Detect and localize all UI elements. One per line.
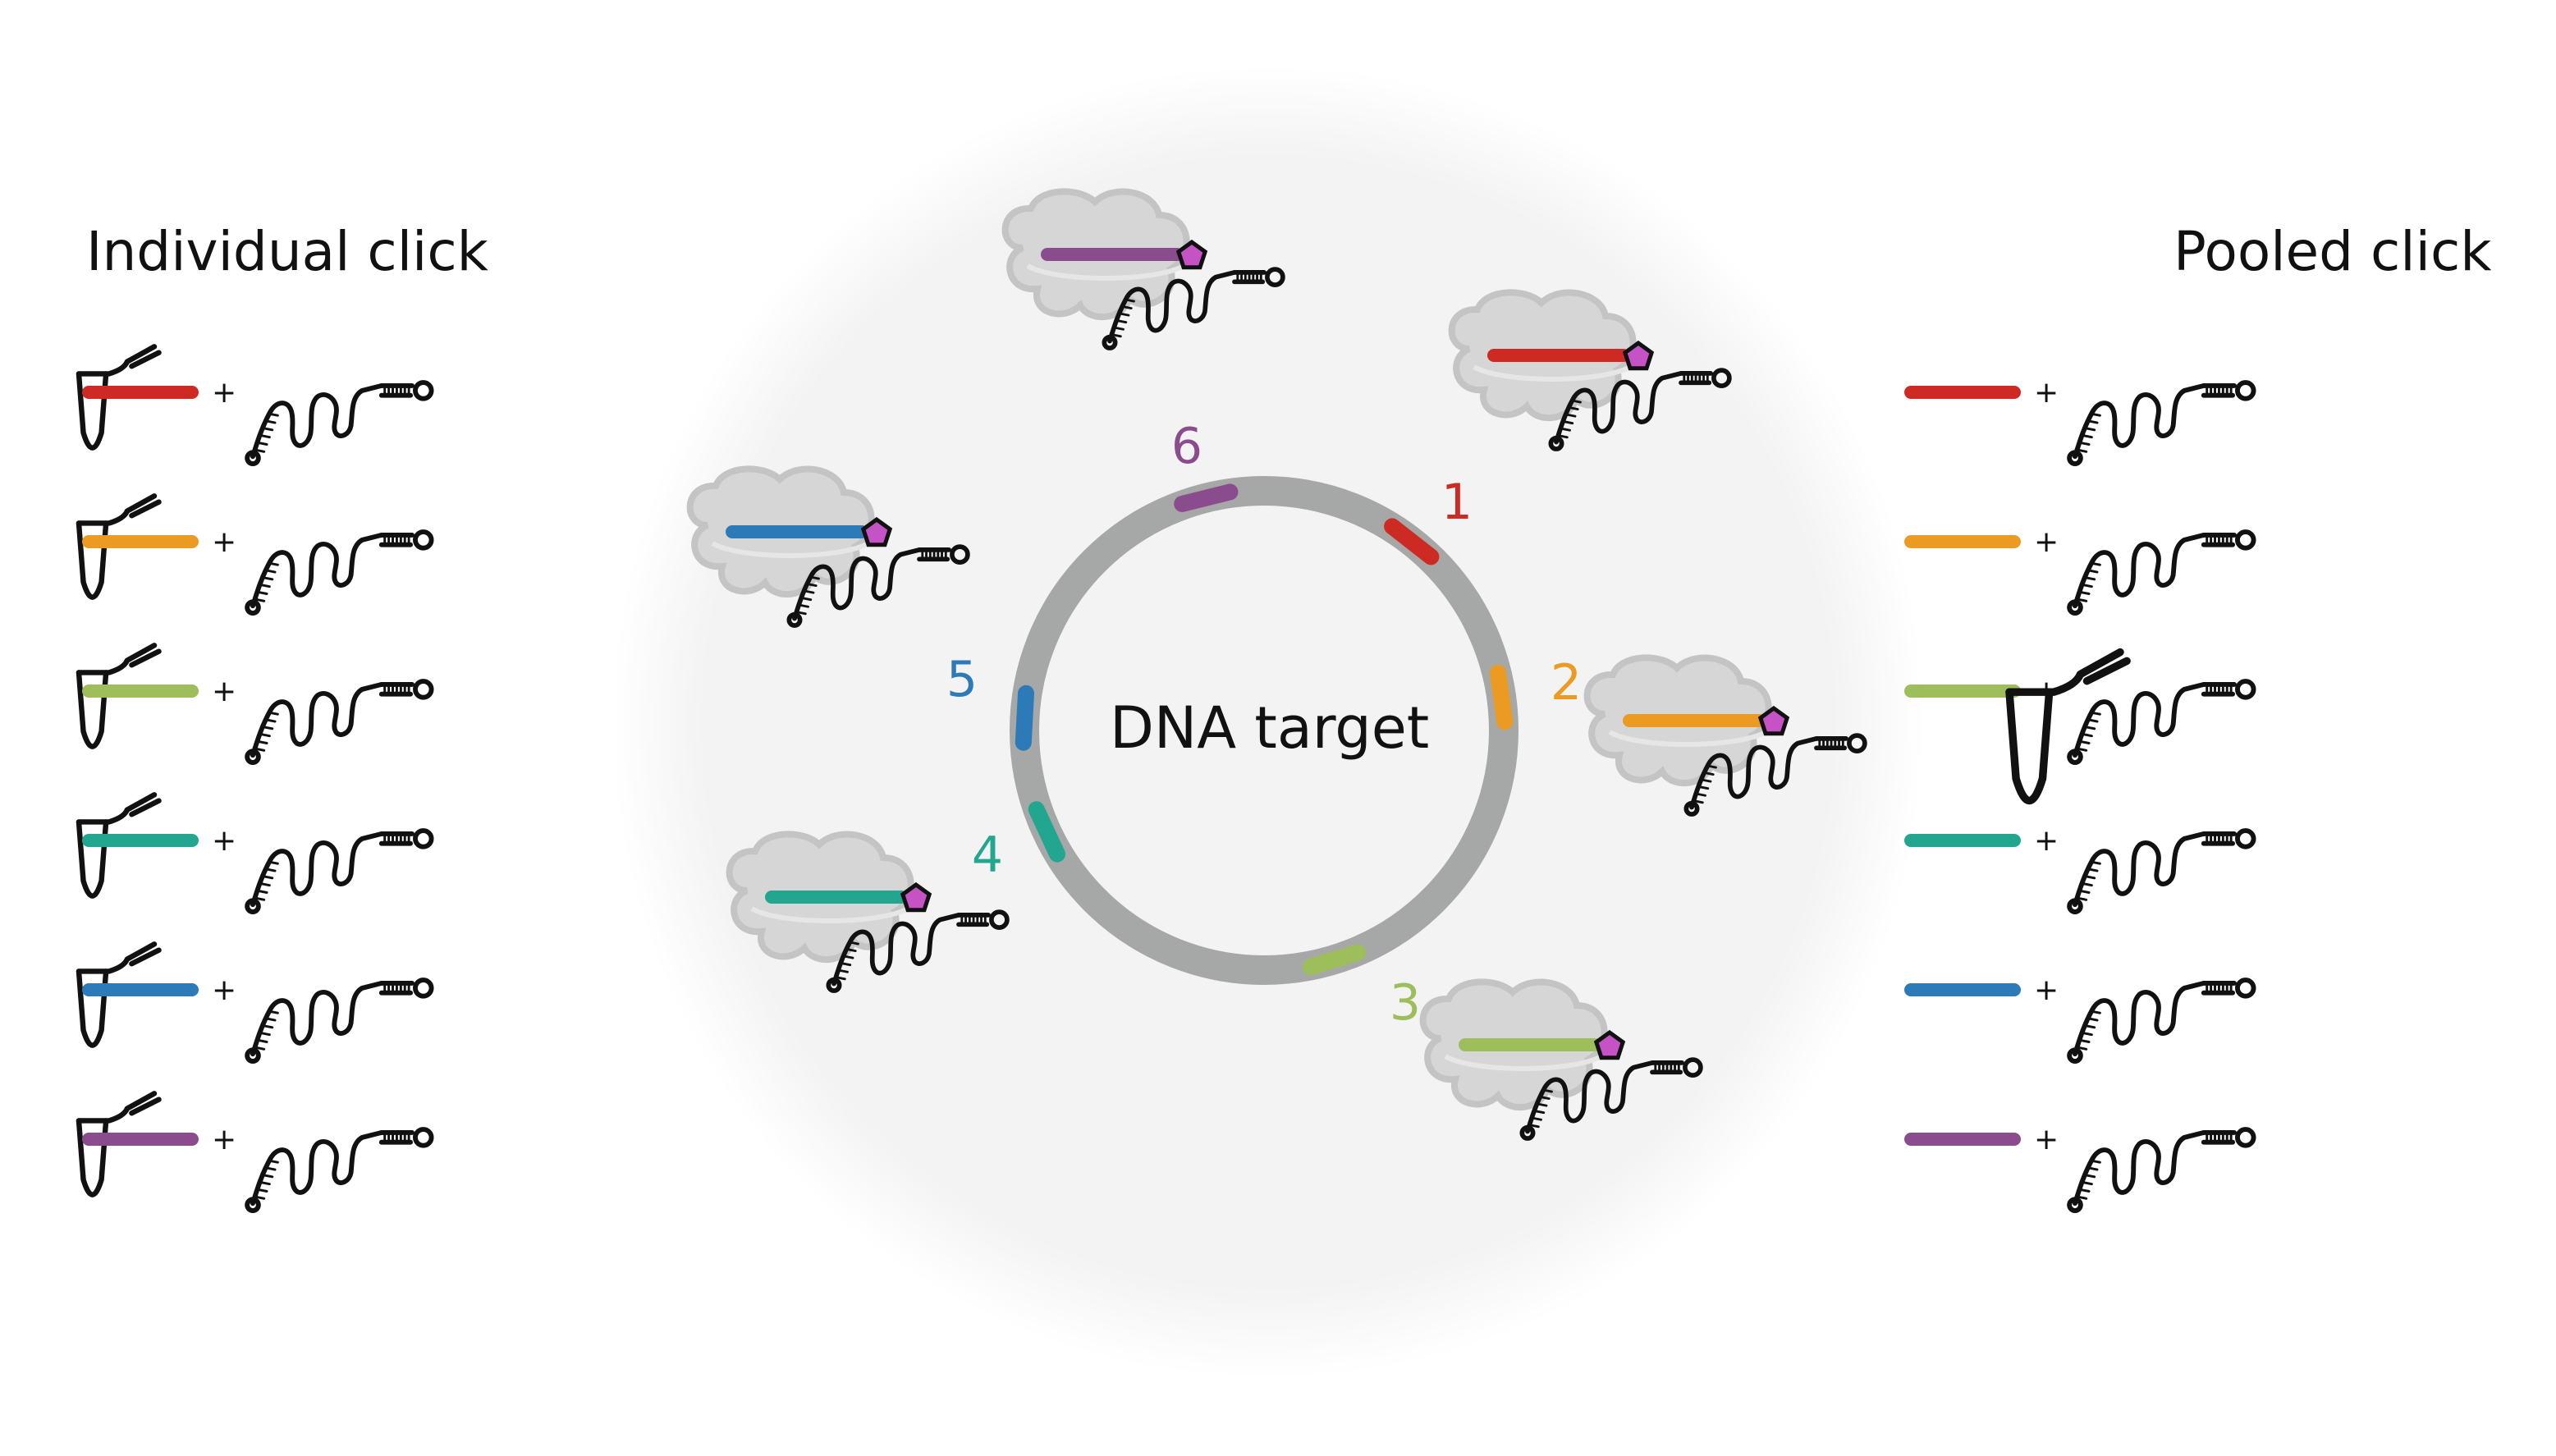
tube-icon xyxy=(76,1091,162,1197)
tube-icon xyxy=(76,344,162,451)
site-number-2: 2 xyxy=(1550,654,1583,712)
complex-fold-line xyxy=(1444,1054,1603,1071)
site-number-6: 6 xyxy=(1170,418,1203,475)
guide-rna-icon xyxy=(826,909,1010,993)
pentagon-modification-icon xyxy=(1757,705,1790,736)
guide-rna-icon xyxy=(245,529,434,616)
site-mark-5 xyxy=(1015,685,1034,751)
guide-rna-icon xyxy=(2067,978,2256,1064)
pooled-row-4: + xyxy=(1904,824,2256,914)
pooled-click-panel: + + + + + + xyxy=(1904,376,2256,1213)
guide-rna-icon xyxy=(2067,679,2256,765)
guide-rna-icon xyxy=(2067,828,2256,914)
individual-plus-sign-3: + xyxy=(212,675,236,708)
individual-click-panel: + + + + + + xyxy=(76,344,434,1213)
tube-icon xyxy=(76,493,162,600)
guide-rna-icon xyxy=(2067,1127,2256,1213)
individual-row-4: + xyxy=(76,792,434,914)
individual-row-3: + xyxy=(76,643,434,765)
dna-target-label: DNA target xyxy=(1110,694,1430,762)
individual-plus-sign-2: + xyxy=(212,525,236,559)
site-mark-3 xyxy=(1302,944,1367,975)
guide-rna-icon xyxy=(2067,529,2256,616)
individual-plus-sign-1: + xyxy=(212,376,236,410)
individual-plus-sign-6: + xyxy=(212,1123,236,1156)
tube-icon xyxy=(76,941,162,1048)
guide-rna-icon xyxy=(786,544,970,628)
protein-complex-4 xyxy=(1583,654,1867,817)
guide-rna-icon xyxy=(245,380,434,466)
pentagon-modification-icon xyxy=(1593,1029,1626,1060)
pooled-row-2: + xyxy=(1904,525,2256,616)
guide-rna-icon xyxy=(1102,267,1285,350)
guide-rna-icon xyxy=(2067,380,2256,466)
pooled-row-3: + xyxy=(1904,675,2256,765)
site-number-3: 3 xyxy=(1389,974,1422,1032)
protein-complex-5 xyxy=(726,831,1010,993)
pentagon-modification-icon xyxy=(1175,239,1208,270)
individual-row-2: + xyxy=(76,493,434,616)
protein-complex-1 xyxy=(1001,188,1285,350)
pooled-plus-sign-5: + xyxy=(2034,973,2059,1007)
guide-rna-icon xyxy=(1519,1057,1703,1141)
pooled-row-6: + xyxy=(1904,1123,2256,1213)
guide-rna-icon xyxy=(245,828,434,914)
complex-fold-line xyxy=(1473,364,1632,382)
protein-complex-3 xyxy=(686,465,970,628)
sites-layer xyxy=(1015,483,1514,975)
protein-complex-2 xyxy=(1448,289,1732,451)
guide-rna-icon xyxy=(245,679,434,765)
complex-fold-line xyxy=(1026,263,1185,281)
pooled-row-1: + xyxy=(1904,376,2256,466)
individual-row-5: + xyxy=(76,941,434,1064)
protein-complex-6 xyxy=(1419,978,1703,1141)
pooled-plus-sign-4: + xyxy=(2034,824,2059,858)
pooled-plus-sign-1: + xyxy=(2034,376,2059,410)
pentagon-modification-icon xyxy=(1622,340,1655,371)
site-mark-1 xyxy=(1384,518,1440,565)
complex-fold-line xyxy=(750,906,909,923)
individual-plus-sign-4: + xyxy=(212,824,236,858)
pooled-plus-sign-6: + xyxy=(2034,1123,2059,1156)
complexes-layer xyxy=(686,188,1867,1141)
site-mark-6 xyxy=(1174,483,1239,512)
site-mark-2 xyxy=(1490,664,1514,730)
tube-icon xyxy=(76,792,162,899)
guide-rna-icon xyxy=(245,978,434,1064)
individual-row-6: + xyxy=(76,1091,434,1213)
guide-rna-icon xyxy=(1683,733,1867,817)
individual-row-1: + xyxy=(76,344,434,466)
pooled-click-title: Pooled click xyxy=(2174,220,2492,283)
site-number-5: 5 xyxy=(946,651,978,708)
guide-rna-icon xyxy=(1548,368,1732,451)
site-number-4: 4 xyxy=(971,826,1004,884)
pooled-plus-sign-2: + xyxy=(2034,525,2059,559)
site-mark-4 xyxy=(1028,801,1065,863)
site-number-1: 1 xyxy=(1441,474,1473,531)
pentagon-modification-icon xyxy=(900,881,932,913)
individual-click-title: Individual click xyxy=(86,220,488,283)
pooled-row-5: + xyxy=(1904,973,2256,1064)
individual-plus-sign-5: + xyxy=(212,973,236,1007)
complex-fold-line xyxy=(711,541,870,558)
pentagon-modification-icon xyxy=(860,516,893,547)
complex-fold-line xyxy=(1608,730,1767,747)
guide-rna-icon xyxy=(245,1127,434,1213)
tube-icon xyxy=(76,643,162,749)
tube-icon xyxy=(2005,648,2131,805)
